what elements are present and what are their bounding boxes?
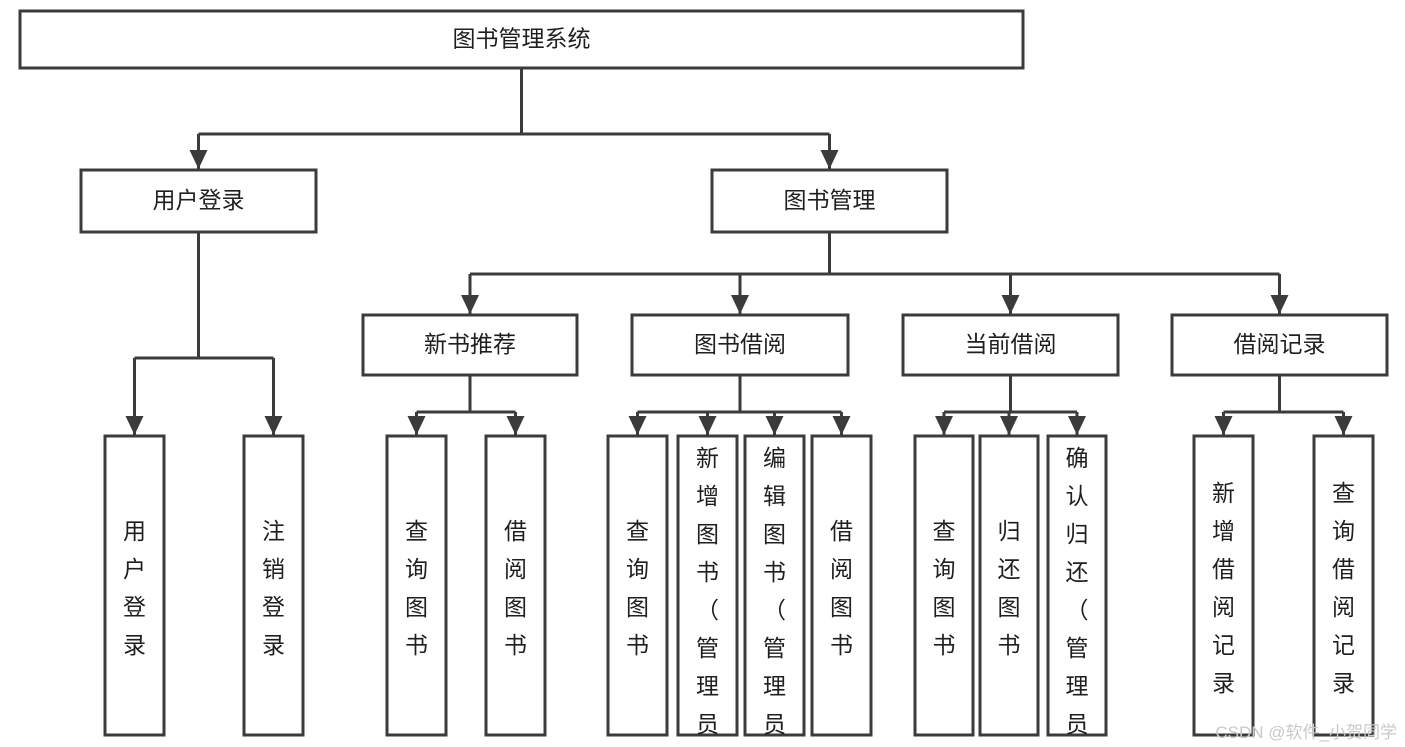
node-leaf-user-logout-label: 注销登录 xyxy=(262,518,285,658)
node-leaf-query-book-3-label: 查询图书 xyxy=(933,518,956,658)
node-leaf-user-logout-box xyxy=(242,434,305,737)
node-leaf-borrow-book-2-label: 借阅图书 xyxy=(830,518,853,658)
node-new-book-recommend[interactable]: 新书推荐 xyxy=(361,313,579,377)
user-login-arrow-0 xyxy=(125,416,144,435)
node-leaf-confirm-return-label: 确认归还（管理员） xyxy=(1066,445,1089,747)
node-leaf-confirm-return-box xyxy=(1046,434,1108,737)
node-leaf-add-record[interactable]: 新增借阅记录 xyxy=(1192,434,1255,737)
node-leaf-query-book-2-box xyxy=(606,434,669,737)
root-arrow-1 xyxy=(820,150,839,169)
borrow-record-arrow-0 xyxy=(1214,416,1233,435)
user-login-arrow-1 xyxy=(264,416,283,435)
node-leaf-borrow-book-2[interactable]: 借阅图书 xyxy=(810,434,873,737)
book-management-arrow-0 xyxy=(461,295,479,314)
node-borrow-record[interactable]: 借阅记录 xyxy=(1170,313,1389,377)
node-leaf-add-book-label: 新增图书（管理员） xyxy=(696,445,719,747)
node-leaf-edit-book-box xyxy=(743,434,806,737)
node-leaf-query-record-box xyxy=(1312,434,1375,737)
node-leaf-add-record-box xyxy=(1192,434,1255,737)
node-leaf-user-login-box xyxy=(103,434,166,737)
node-leaf-query-record-label: 查询借阅记录 xyxy=(1332,480,1355,696)
node-user-login-box xyxy=(79,168,318,234)
book-borrow-arrow-1 xyxy=(698,416,717,435)
node-leaf-return-book[interactable]: 归还图书 xyxy=(978,434,1040,737)
node-new-book-recommend-box xyxy=(361,313,579,377)
node-leaf-query-book-1-box xyxy=(385,434,448,737)
node-leaf-add-book[interactable]: 新增图书（管理员） xyxy=(676,434,739,747)
node-leaf-query-book-1-label: 查询图书 xyxy=(405,518,428,658)
node-leaf-borrow-book-1-box xyxy=(484,434,547,737)
node-leaf-edit-book-label: 编辑图书（管理员） xyxy=(763,445,786,747)
node-book-borrow-label: 图书借阅 xyxy=(694,331,786,357)
node-new-book-recommend-label: 新书推荐 xyxy=(424,331,516,357)
new-book-recommend-arrow-1 xyxy=(506,416,525,435)
node-leaf-edit-book[interactable]: 编辑图书（管理员） xyxy=(743,434,806,747)
node-leaf-user-login[interactable]: 用户登录 xyxy=(103,434,166,737)
book-borrow-arrow-2 xyxy=(765,416,784,435)
node-current-borrow[interactable]: 当前借阅 xyxy=(901,313,1120,377)
node-book-management-box xyxy=(710,168,949,234)
node-borrow-record-label: 借阅记录 xyxy=(1234,331,1326,357)
node-leaf-return-book-label: 归还图书 xyxy=(998,518,1021,658)
node-leaf-user-login-label: 用户登录 xyxy=(123,518,146,658)
node-user-login-label: 用户登录 xyxy=(153,187,245,213)
node-leaf-borrow-book-2-box xyxy=(810,434,873,737)
node-leaf-query-book-3[interactable]: 查询图书 xyxy=(913,434,975,737)
node-current-borrow-box xyxy=(901,313,1120,377)
book-management-arrow-2 xyxy=(1001,295,1020,314)
node-book-management-label: 图书管理 xyxy=(784,187,876,213)
borrow-record-arrow-1 xyxy=(1334,416,1353,435)
current-borrow-arrow-2 xyxy=(1068,416,1086,435)
node-leaf-query-book-2[interactable]: 查询图书 xyxy=(606,434,669,737)
node-root[interactable]: 图书管理系统 xyxy=(18,9,1025,70)
node-book-borrow[interactable]: 图书借阅 xyxy=(630,313,850,377)
current-borrow-arrow-0 xyxy=(935,416,953,435)
node-user-login[interactable]: 用户登录 xyxy=(79,168,318,234)
node-root-label: 图书管理系统 xyxy=(453,26,591,52)
node-leaf-add-record-label: 新增借阅记录 xyxy=(1212,480,1235,696)
book-management-arrow-1 xyxy=(731,295,749,314)
book-borrow-arrow-3 xyxy=(832,416,851,435)
node-leaf-confirm-return[interactable]: 确认归还（管理员） xyxy=(1046,434,1108,747)
node-leaf-return-book-box xyxy=(978,434,1040,737)
node-book-management[interactable]: 图书管理 xyxy=(710,168,949,234)
current-borrow-arrow-1 xyxy=(1000,416,1018,435)
node-leaf-user-logout[interactable]: 注销登录 xyxy=(242,434,305,737)
node-current-borrow-label: 当前借阅 xyxy=(965,331,1057,357)
root-arrow-0 xyxy=(189,150,208,169)
book-management-arrow-3 xyxy=(1270,295,1289,314)
node-leaf-borrow-book-1-label: 借阅图书 xyxy=(504,518,527,658)
node-leaf-add-book-box xyxy=(676,434,739,737)
node-leaf-query-record[interactable]: 查询借阅记录 xyxy=(1312,434,1375,737)
node-leaf-query-book-2-label: 查询图书 xyxy=(626,518,649,658)
node-leaf-query-book-3-box xyxy=(913,434,975,737)
new-book-recommend-arrow-0 xyxy=(407,416,426,435)
node-leaf-query-book-1[interactable]: 查询图书 xyxy=(385,434,448,737)
node-root-box xyxy=(18,9,1025,70)
node-borrow-record-box xyxy=(1170,313,1389,377)
book-borrow-arrow-0 xyxy=(628,416,647,435)
node-book-borrow-box xyxy=(630,313,850,377)
node-leaf-borrow-book-1[interactable]: 借阅图书 xyxy=(484,434,547,737)
